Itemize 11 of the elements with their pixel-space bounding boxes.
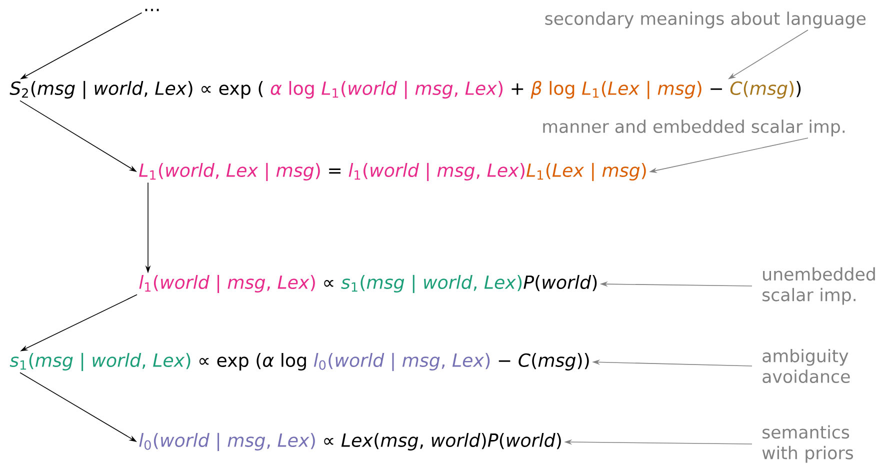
- formula-text: s$_{1}$(msg | world, Lex) ∝ exp (α log l$_{0}$(world | msg, Lex) − C(msg)): [10, 352, 589, 372]
- annotation-text: unembedded scalar imp.: [762, 267, 875, 305]
- formula-text: l$_{0}$(world | msg, Lex) ∝ Lex(msg, world)P(world): [139, 432, 561, 452]
- formula-text: L$_{1}$(world, Lex | msg) = l$_{1}$(world | msg, Lex)L$_{1}$(Lex | msg): [139, 162, 646, 182]
- ellipsis-text: ...: [145, 8, 159, 12]
- annotation-text: manner and embedded scalar imp.: [543, 120, 845, 136]
- annotation-text: secondary meanings about language: [545, 12, 866, 28]
- formula-text: S$_{2}$(msg | world, Lex) ∝ exp ( α log L$_{1}$(world | msg, Lex) + β log L$_{1}$(Lex | msg) − C(msg) ): [10, 80, 801, 100]
- annotation-text: ambiguity avoidance: [762, 348, 850, 384]
- formula-text: l$_{1}$(world | msg, Lex) ∝ s$_{1}$(msg | world, Lex)P(world): [139, 274, 597, 294]
- annotation-text: semantics with priors: [762, 425, 853, 463]
